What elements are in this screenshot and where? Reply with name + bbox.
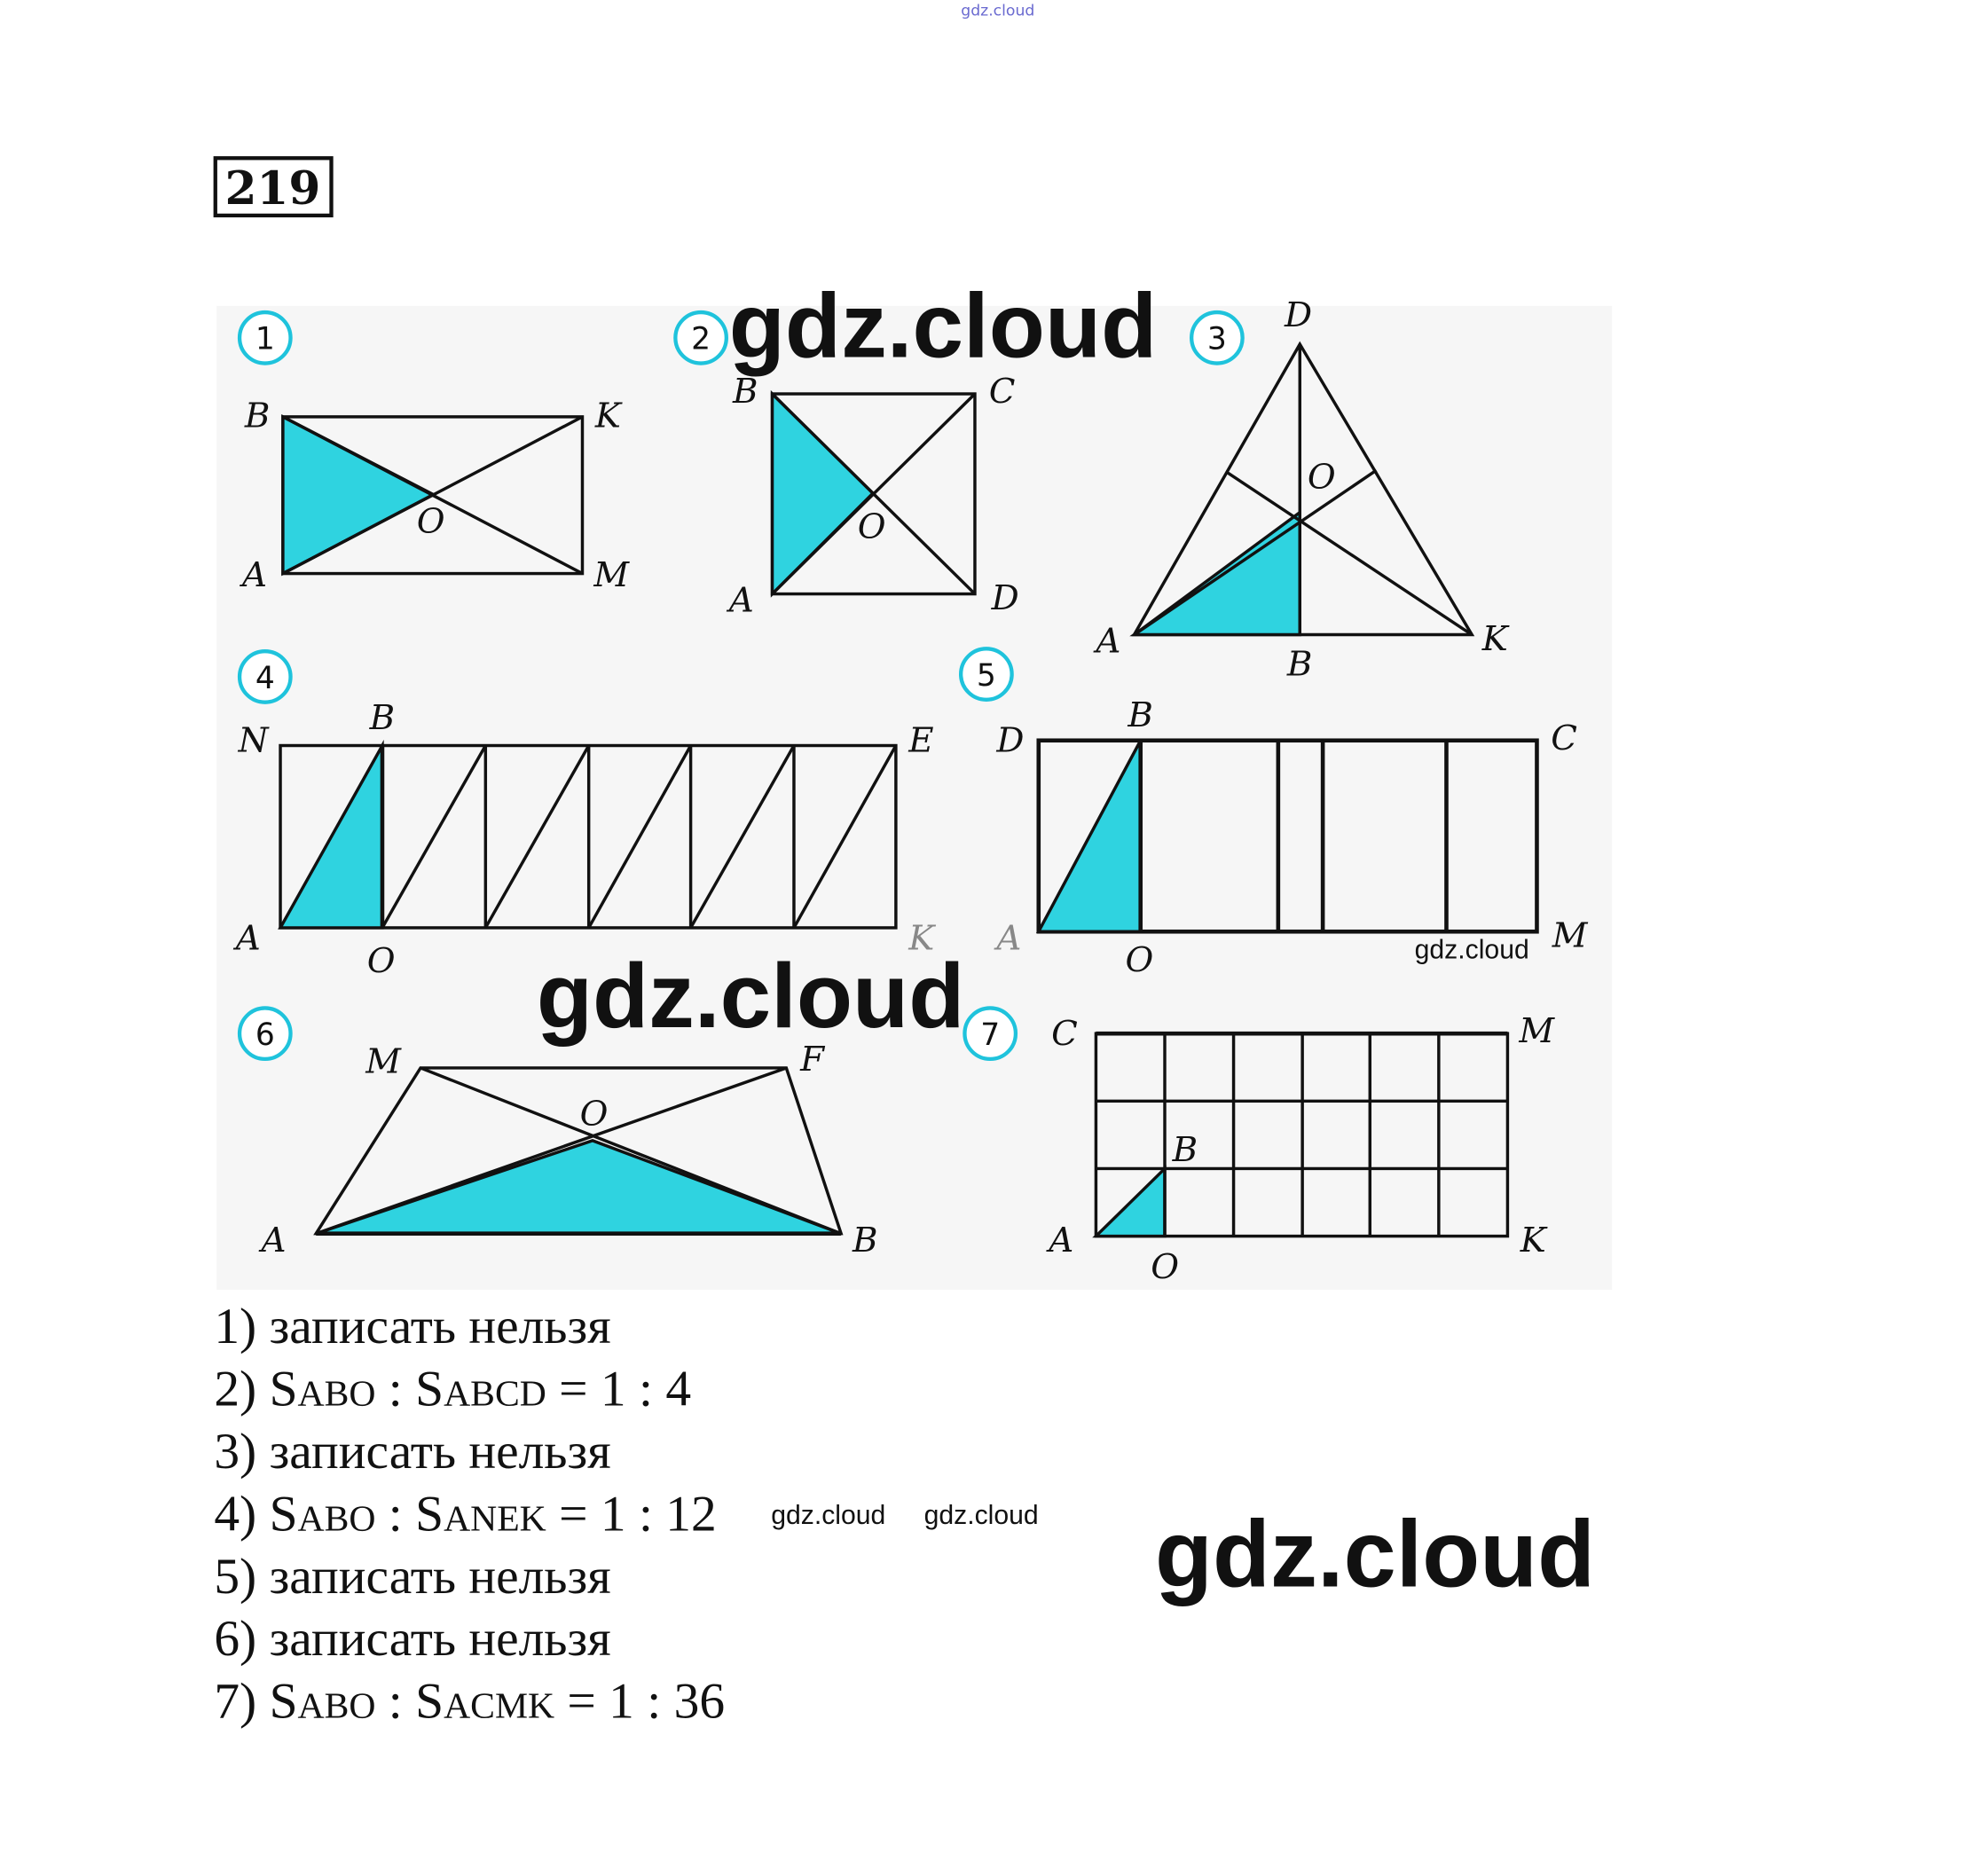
- point-label: F: [799, 1040, 826, 1080]
- point-label: O: [580, 1095, 609, 1135]
- point-label: A: [727, 581, 754, 621]
- figure-1: 1 B K O A M: [237, 310, 630, 595]
- figure-4: 4 N B E A O K: [233, 649, 936, 981]
- figure-number: 4: [255, 661, 275, 696]
- point-label: B: [1172, 1130, 1198, 1170]
- figure-number-circle: [237, 1006, 293, 1062]
- point-label: A: [233, 918, 261, 958]
- point-label: A: [1093, 622, 1120, 662]
- figures-panel: [216, 305, 1613, 1290]
- figure-number: 2: [691, 322, 711, 357]
- point-label: M: [1552, 915, 1589, 955]
- figure-number: 5: [977, 658, 996, 694]
- point-label: K: [594, 396, 623, 436]
- point-label: B: [369, 698, 396, 738]
- watermark: gdz.cloud: [924, 1501, 1039, 1530]
- answer-2: 2) SABO : SABCD = 1 : 4: [214, 1362, 691, 1417]
- figure-number: 7: [980, 1017, 1000, 1053]
- exercise-number: 219: [224, 161, 320, 216]
- watermark: gdz.cloud: [537, 944, 965, 1047]
- figure-number-circle: [958, 647, 1014, 702]
- point-label: D: [991, 578, 1019, 618]
- figure-number-circle: [963, 1006, 1018, 1062]
- figure-number: 6: [255, 1017, 275, 1053]
- figure-number-circle: [673, 310, 728, 365]
- point-label: A: [994, 918, 1021, 958]
- point-label: O: [858, 506, 886, 546]
- point-label: A: [258, 1221, 286, 1260]
- answer-4: 4) SABO : SANEK = 1 : 12: [214, 1486, 716, 1542]
- point-label: B: [1127, 695, 1153, 735]
- point-label: K: [1481, 619, 1510, 659]
- point-label: O: [367, 941, 396, 981]
- watermark: gdz.cloud: [729, 273, 1158, 376]
- point-label: C: [989, 372, 1016, 412]
- answer-5: 5) записать нельзя: [214, 1549, 610, 1605]
- figure-2: 2 B C O A D: [673, 310, 1019, 621]
- answer-3: 3) записать нельзя: [214, 1424, 610, 1480]
- figure-5: 5 D B C A O M: [958, 647, 1589, 980]
- point-label: D: [1284, 295, 1312, 335]
- point-label: O: [1151, 1247, 1179, 1287]
- point-label: O: [1308, 457, 1336, 497]
- point-label: C: [1551, 718, 1577, 758]
- point-label: D: [995, 721, 1024, 761]
- figure-number-circle: [237, 649, 293, 704]
- watermark: gdz.cloud: [1415, 935, 1529, 964]
- point-label: B: [1286, 645, 1313, 685]
- point-label: K: [908, 918, 936, 958]
- watermark: gdz.cloud: [771, 1501, 885, 1530]
- figure-number: 1: [255, 322, 275, 357]
- point-label: O: [417, 502, 445, 542]
- point-label: M: [365, 1042, 402, 1082]
- answers-list: 1) записать нельзя 2) SABO : SABCD = 1 :…: [214, 1299, 725, 1729]
- point-label: B: [852, 1221, 878, 1260]
- figure-number: 3: [1207, 322, 1227, 357]
- point-label: M: [593, 555, 630, 595]
- point-label: O: [1125, 940, 1153, 980]
- point-label: C: [1051, 1014, 1078, 1054]
- answer-7: 7) SABO : SACMK = 1 : 36: [214, 1674, 725, 1730]
- exercise-number-box: [213, 156, 334, 218]
- point-label: B: [732, 372, 758, 412]
- watermark-top: gdz.cloud: [961, 2, 1034, 20]
- figure-3: 3 D O A B K: [1093, 295, 1509, 685]
- point-label: A: [1046, 1221, 1073, 1260]
- figure-6: 6 M F O A B: [237, 1006, 878, 1260]
- point-label: K: [1520, 1221, 1548, 1260]
- point-label: N: [238, 721, 271, 761]
- point-label: B: [244, 396, 271, 436]
- figure-number-circle: [237, 310, 293, 365]
- point-label: A: [240, 555, 267, 595]
- figure-number-circle: [1190, 310, 1245, 365]
- point-label: M: [1518, 1011, 1555, 1051]
- watermark: gdz.cloud: [1155, 1502, 1595, 1607]
- point-label: E: [908, 721, 933, 761]
- answer-1: 1) записать нельзя: [214, 1299, 610, 1354]
- figure-7: 7 C M B A O K: [963, 1006, 1555, 1287]
- answer-6: 6) записать нельзя: [214, 1611, 610, 1667]
